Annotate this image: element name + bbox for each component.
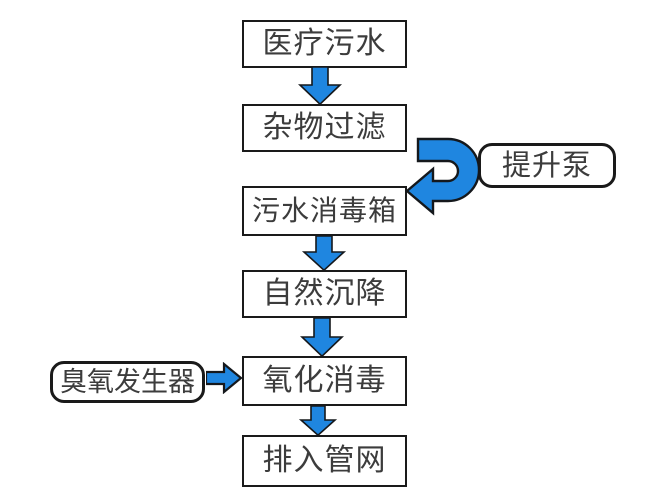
node-sewage-disinfection-tank: 污水消毒箱 (242, 186, 407, 236)
arrow-curved-debris-filtering-to-sewage-disinfection-tank-icon (405, 137, 481, 216)
node-oxidation-disinfection: 氧化消毒 (242, 356, 407, 406)
arrow-down-medical-sewage-to-debris-filtering-icon (298, 67, 342, 105)
arrow-down-sewage-disinfection-tank-to-natural-sedimentation-icon (301, 236, 347, 271)
arrow-down-natural-sedimentation-to-oxidation-disinfection-icon (300, 318, 344, 357)
node-ozone-generator: 臭氧发生器 (50, 361, 205, 403)
node-discharge-to-pipe-network: 排入管网 (242, 435, 407, 487)
arrow-right-ozone-generator-to-oxidation-disinfection-icon (206, 362, 243, 394)
node-lift-pump: 提升泵 (478, 143, 616, 188)
node-debris-filtering: 杂物过滤 (242, 104, 407, 152)
node-medical-sewage: 医疗污水 (242, 20, 407, 68)
node-natural-sedimentation: 自然沉降 (242, 270, 407, 318)
arrow-down-oxidation-disinfection-to-discharge-icon (298, 406, 338, 436)
